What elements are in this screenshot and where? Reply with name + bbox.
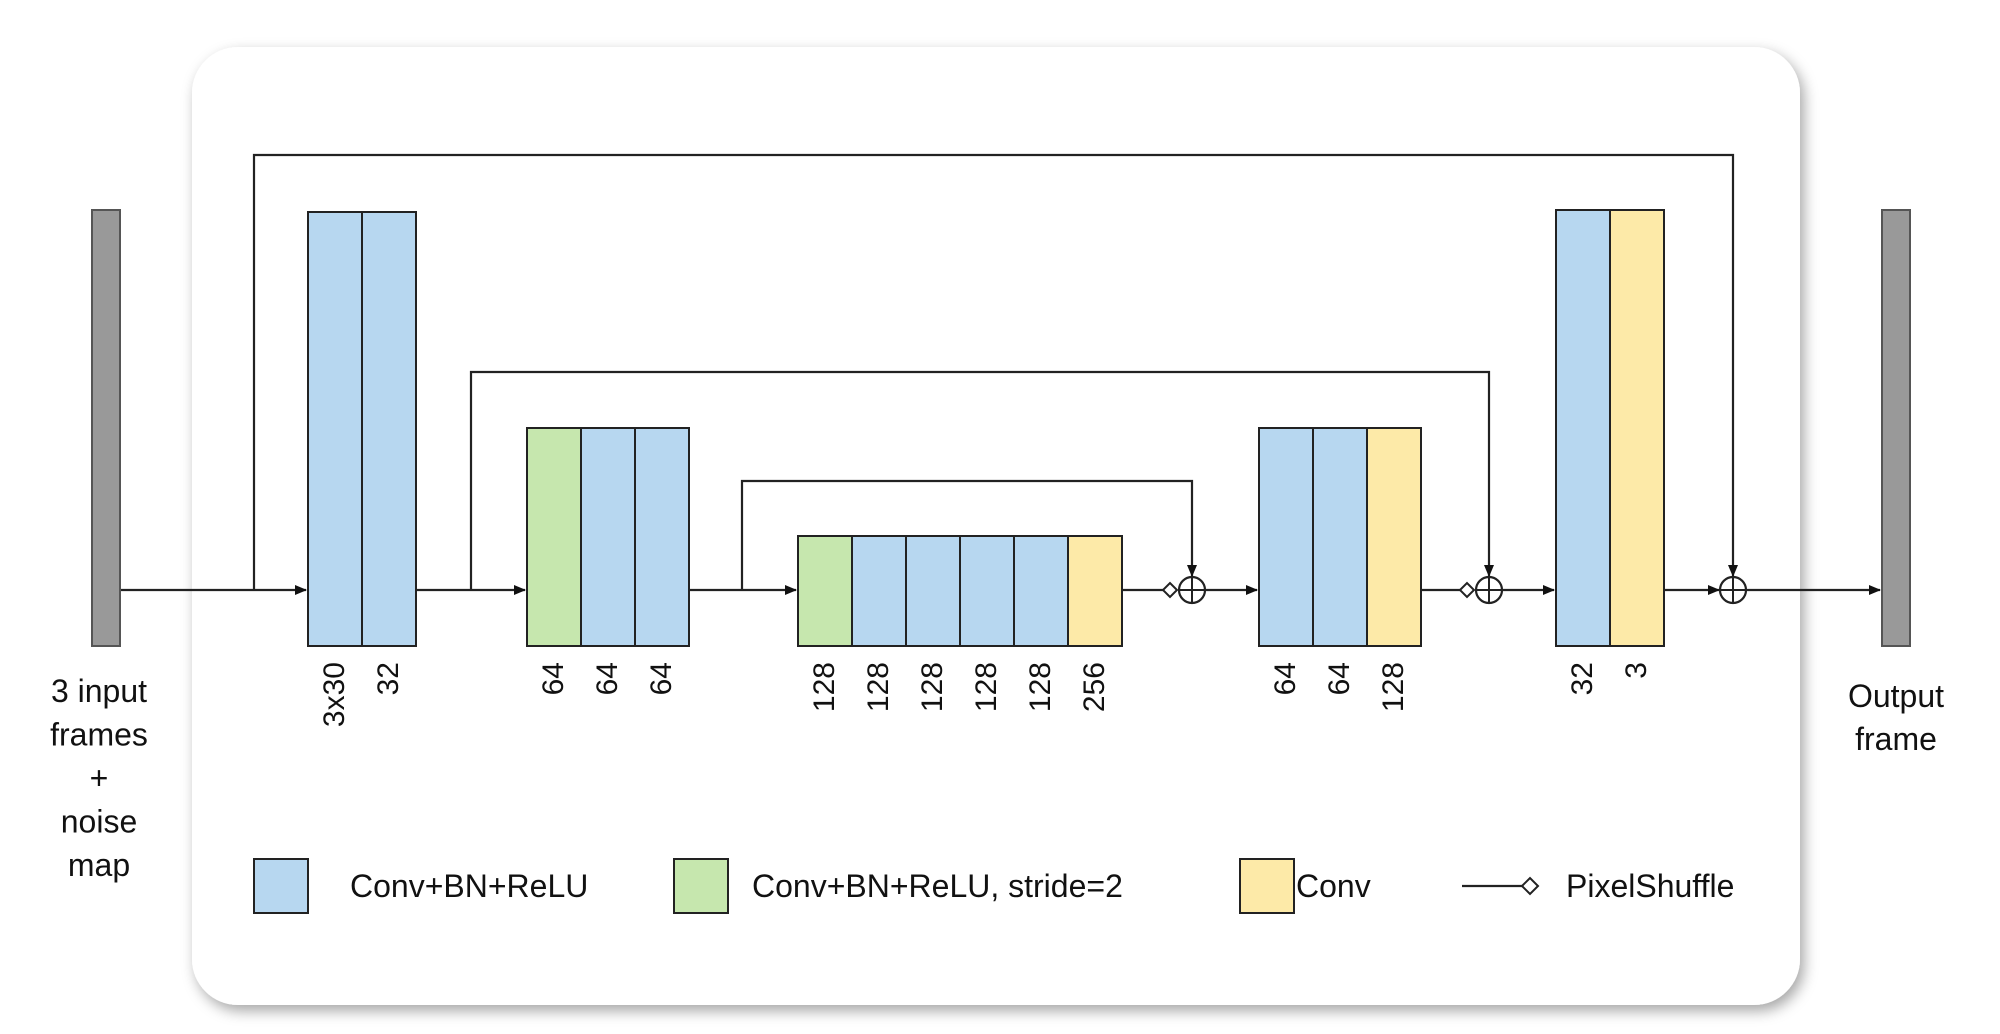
block-channel-label: 64 bbox=[537, 662, 570, 695]
block-channel-label: 64 bbox=[645, 662, 678, 695]
block-channel-label: 64 bbox=[591, 662, 624, 695]
output-label-line: frame bbox=[1855, 721, 1937, 757]
legend-label: Conv+BN+ReLU bbox=[350, 868, 588, 904]
legend: Conv+BN+ReLU Conv+BN+ReLU, stride=2 Conv Pi… bbox=[253, 858, 1734, 914]
block-channel-label: 3x30 bbox=[318, 662, 351, 727]
block-conv bbox=[1609, 209, 1665, 647]
sum-node bbox=[1718, 575, 1748, 605]
block-channel-label: 128 bbox=[808, 662, 841, 712]
block-channel-label: 256 bbox=[1078, 662, 1111, 712]
output-label: Output frame bbox=[1848, 678, 1944, 757]
skip-connection bbox=[740, 479, 1197, 590]
block-conv bbox=[1366, 427, 1422, 647]
block-channel-label: 3 bbox=[1620, 662, 1653, 679]
legend-item-conv: Conv bbox=[1239, 858, 1371, 914]
input-label-line: noise bbox=[61, 804, 138, 840]
legend-item-conv-bn-relu-stride2: Conv+BN+ReLU, stride=2 bbox=[673, 858, 1123, 914]
block-channel-label: 128 bbox=[1024, 662, 1057, 712]
sum-node bbox=[1177, 575, 1207, 605]
block-conv-bn-relu bbox=[1258, 427, 1314, 647]
output-frame-bar bbox=[1881, 209, 1911, 647]
block-conv-bn-relu bbox=[1013, 535, 1069, 647]
block-conv-bn-relu bbox=[959, 535, 1015, 647]
block-channel-label: 32 bbox=[1566, 662, 1599, 695]
block-conv-bn-relu bbox=[1312, 427, 1368, 647]
connections-layer bbox=[120, 153, 1881, 605]
input-label-line: map bbox=[68, 847, 130, 883]
block-conv-bn-relu bbox=[634, 427, 690, 647]
io-layer: 3 input frames + noise map Output frame bbox=[50, 209, 1944, 883]
diagram-panel bbox=[192, 47, 1800, 1005]
block-conv-bn-relu bbox=[905, 535, 961, 647]
block-channel-label: 128 bbox=[862, 662, 895, 712]
legend-swatch bbox=[1239, 858, 1295, 914]
stage-enc1: 3x30 32 bbox=[307, 211, 417, 727]
legend-label: Conv bbox=[1296, 868, 1371, 904]
legend-swatch bbox=[673, 858, 729, 914]
stage-mid: 128 128 128 128 128 256 bbox=[797, 535, 1123, 712]
block-conv bbox=[1067, 535, 1123, 647]
block-channel-label: 128 bbox=[1377, 662, 1410, 712]
legend-item-conv-bn-relu: Conv+BN+ReLU bbox=[253, 858, 588, 914]
stage-dec2: 64 64 128 bbox=[1258, 427, 1422, 712]
sum-node bbox=[1474, 575, 1504, 605]
legend-swatch bbox=[253, 858, 309, 914]
block-conv-bn-relu bbox=[580, 427, 636, 647]
input-label-line: 3 input bbox=[51, 673, 147, 709]
block-channel-label: 32 bbox=[372, 662, 405, 695]
input-label-line: frames bbox=[50, 717, 148, 753]
block-conv-bn-relu bbox=[307, 211, 363, 647]
pixelshuffle-icon bbox=[1458, 581, 1476, 599]
blocks-layer: 3x30 32 64 64 64 128 128 128 128 128 256 64 64 128 32 3 bbox=[307, 209, 1665, 727]
input-frames-bar bbox=[91, 209, 121, 647]
stage-dec1: 32 3 bbox=[1555, 209, 1665, 695]
pixelshuffle-icon bbox=[1161, 581, 1179, 599]
block-conv-bn-relu bbox=[1555, 209, 1611, 647]
block-conv-bn-relu bbox=[361, 211, 417, 647]
pixelshuffle-icon bbox=[1520, 876, 1540, 896]
legend-label: Conv+BN+ReLU, stride=2 bbox=[752, 868, 1123, 904]
block-conv-bn-relu-stride2 bbox=[526, 427, 582, 647]
block-channel-label: 128 bbox=[970, 662, 1003, 712]
output-label-line: Output bbox=[1848, 678, 1944, 714]
block-conv-bn-relu-stride2 bbox=[797, 535, 853, 647]
skip-connection bbox=[469, 370, 1494, 590]
legend-label: PixelShuffle bbox=[1566, 868, 1734, 904]
skip-connection bbox=[252, 153, 1738, 590]
block-conv-bn-relu bbox=[851, 535, 907, 647]
block-channel-label: 64 bbox=[1269, 662, 1302, 695]
input-label-line: + bbox=[90, 760, 109, 796]
legend-item-pixelshuffle: PixelShuffle bbox=[1462, 868, 1734, 904]
block-channel-label: 64 bbox=[1323, 662, 1356, 695]
stage-enc2: 64 64 64 bbox=[526, 427, 690, 695]
input-label: 3 input frames + noise map bbox=[50, 673, 148, 883]
block-channel-label: 128 bbox=[916, 662, 949, 712]
